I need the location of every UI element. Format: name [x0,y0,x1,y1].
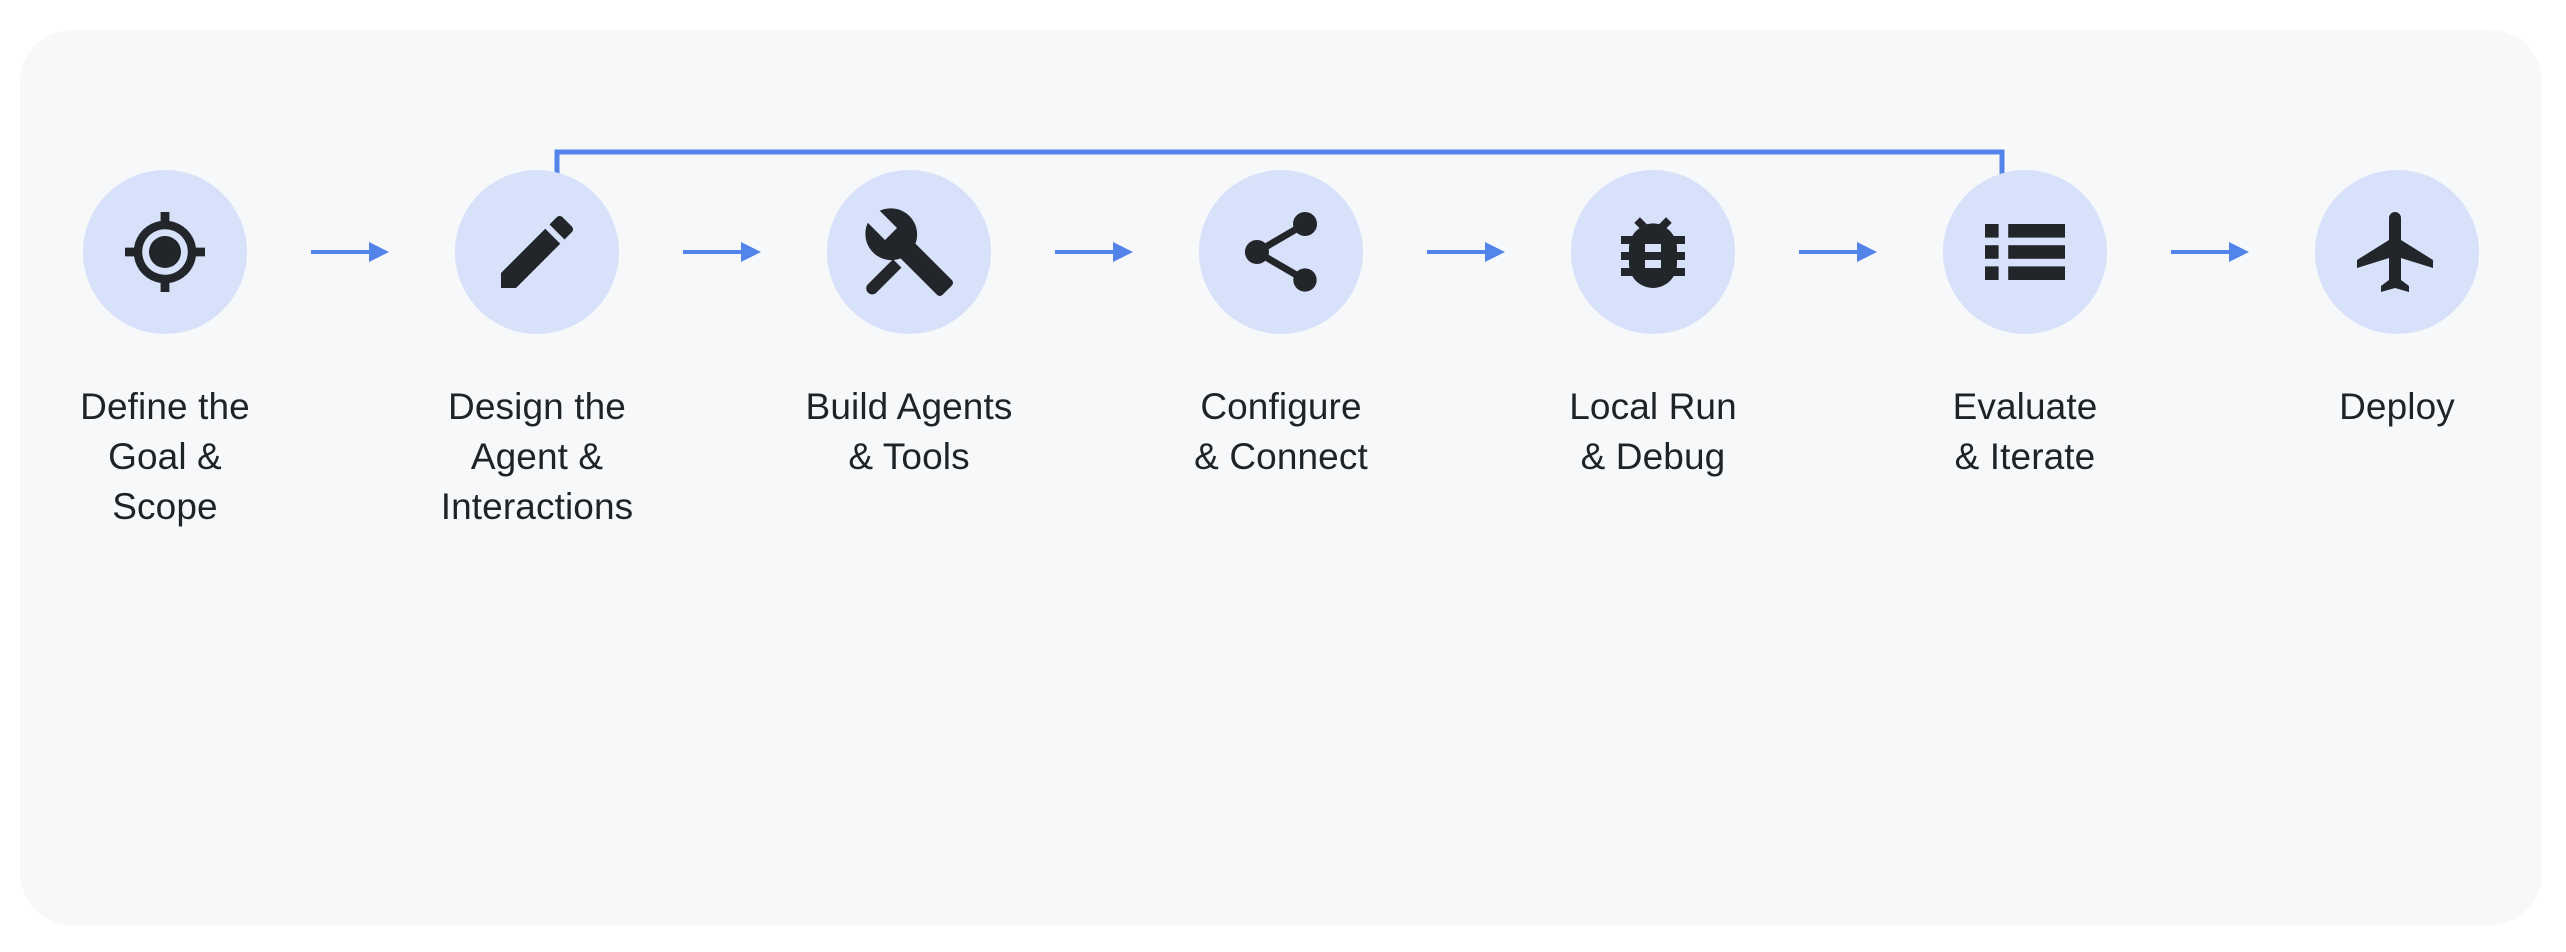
tools-icon [865,208,953,296]
step-label: Deploy [2339,386,2455,427]
connector-4 [1427,170,1507,334]
step-row: Define the Goal & Scope Design the Agent… [20,30,2542,925]
step-evaluate-iterate[interactable]: Evaluate & Iterate [1879,170,2171,482]
arrow-right-icon [1427,242,1505,262]
step-icon-bubble[interactable] [827,170,991,334]
step-icon-bubble[interactable] [455,170,619,334]
arrow-right-icon [1799,242,1877,262]
pencil-icon [501,215,574,288]
bug-icon [1621,217,1685,288]
step-icon-bubble[interactable] [1943,170,2107,334]
step-deploy[interactable]: Deploy [2251,170,2543,432]
step-define-goal-scope[interactable]: Define the Goal & Scope [19,170,311,532]
airplane-icon [2357,212,2433,292]
connector-1 [311,170,391,334]
step-configure-connect[interactable]: Configure & Connect [1135,170,1427,482]
step-label: Local Run & Debug [1569,386,1737,477]
step-build-agents-tools[interactable]: Build Agents & Tools [763,170,1055,482]
share-icon [1244,212,1317,292]
connector-3 [1055,170,1135,334]
arrow-right-icon [311,242,389,262]
step-icon-bubble[interactable] [1199,170,1363,334]
connector-2 [683,170,763,334]
step-label: Design the Agent & Interactions [440,386,634,527]
target-icon [125,212,205,292]
step-icon-bubble[interactable] [1571,170,1735,334]
step-icon-bubble[interactable] [83,170,247,334]
step-local-run-debug[interactable]: Local Run & Debug [1507,170,1799,482]
list-icon [1985,224,2065,280]
step-design-agent[interactable]: Design the Agent & Interactions [391,170,683,532]
connector-5 [1799,170,1879,334]
step-icon-bubble[interactable] [2315,170,2479,334]
step-label: Configure & Connect [1194,386,1368,477]
step-label: Evaluate & Iterate [1952,386,2098,477]
arrow-right-icon [683,242,761,262]
arrow-right-icon [1055,242,1133,262]
step-label: Define the Goal & Scope [80,386,250,527]
arrow-right-icon [2171,242,2249,262]
connector-6 [2171,170,2251,334]
step-label: Build Agents & Tools [805,386,1013,477]
